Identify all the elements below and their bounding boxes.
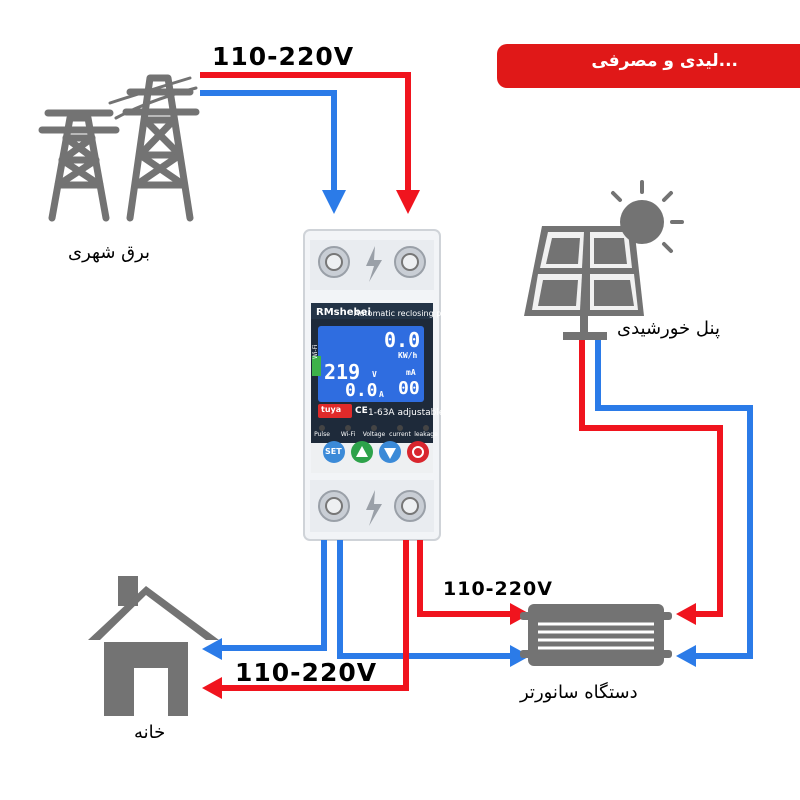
ce-mark: CE — [355, 406, 368, 416]
grid-label: برق شهری — [68, 242, 151, 263]
grid-to-device-wires — [200, 72, 411, 198]
device-brand: RMshebei — [316, 307, 371, 318]
solar-panel-label: پنل خورشیدی — [617, 318, 720, 339]
solar-to-inverter-wires — [579, 340, 753, 659]
device-title: Automatic reclosing protector — [354, 309, 474, 318]
lcd-leakage: 00 — [398, 378, 420, 399]
set-button-label: SET — [325, 447, 342, 456]
indicator-voltage: Voltage — [362, 431, 386, 438]
set-button — [323, 441, 345, 463]
arrow-left-red — [202, 677, 222, 699]
device-spec: 1-63A adjustable — [368, 408, 445, 418]
indicator-leakage: leakage — [414, 431, 438, 438]
voltage-label-house: 110-220V — [235, 658, 378, 687]
lcd-voltage: 219 — [324, 360, 361, 384]
lcd-current-unit: A — [379, 390, 384, 399]
lcd-voltage-unit: V — [372, 370, 377, 379]
protector-device — [303, 229, 441, 541]
lcd-energy-unit: KW/h — [398, 351, 418, 360]
arrow-left-blue — [676, 645, 696, 667]
tuya-logo: tuya — [321, 405, 342, 414]
title-banner: ...لیدی و مصرفی — [497, 44, 800, 88]
inverter-icon — [520, 604, 672, 666]
indicator-wifi: Wi-Fi — [340, 431, 356, 438]
arrow-right-blue — [510, 645, 530, 667]
arrow-left-blue — [202, 638, 222, 660]
house-icon — [88, 576, 219, 716]
arrow-right-red — [510, 603, 530, 625]
lcd-leakage-unit: mA — [406, 368, 416, 377]
solar-panel-icon — [524, 226, 644, 340]
arrow-down-red — [396, 190, 420, 214]
banner-text: ...لیدی و مصرفی — [591, 51, 738, 71]
voltage-label-inverter: 110-220V — [443, 578, 553, 600]
lightning-icon — [366, 246, 382, 282]
arrow-down-blue — [322, 190, 346, 214]
lcd-current: 0.0 — [345, 380, 378, 401]
power-button — [407, 441, 429, 463]
power-tower-icon — [38, 74, 200, 222]
indicator-pulse: Pulse — [314, 431, 330, 438]
house-label: خانه — [134, 722, 166, 743]
voltage-label-top: 110-220V — [212, 42, 355, 71]
sun-icon — [611, 180, 684, 253]
inverter-label: دستگاه سانورتر — [520, 682, 638, 703]
wifi-tag: Wi-Fi — [312, 344, 319, 359]
lightning-icon — [366, 490, 382, 526]
device-to-house-wires — [215, 540, 520, 691]
lcd-energy: 0.0 — [384, 328, 421, 352]
indicator-current: current — [389, 431, 411, 438]
arrow-left-red — [676, 603, 696, 625]
